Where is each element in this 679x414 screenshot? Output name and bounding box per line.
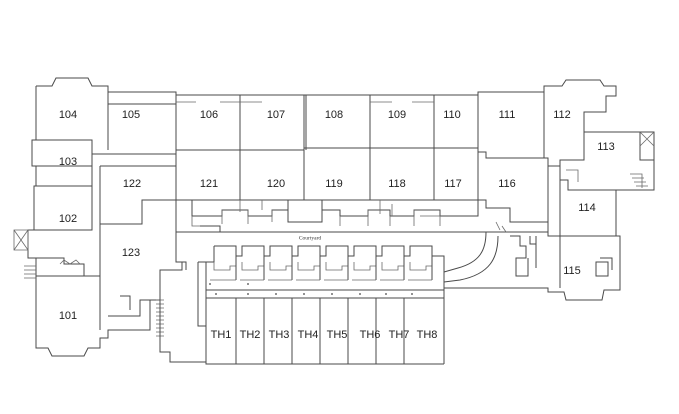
unit-108-label[interactable]: 108 xyxy=(325,109,343,121)
unit-102-label[interactable]: 102 xyxy=(59,213,77,225)
unit-116-label[interactable]: 116 xyxy=(498,178,516,190)
unit-107-label[interactable]: 107 xyxy=(267,109,285,121)
unit-115-label[interactable]: 115 xyxy=(563,265,581,277)
unit-121-label[interactable]: 121 xyxy=(200,178,218,190)
townhouse-th8-label[interactable]: TH8 xyxy=(417,329,438,341)
courtyard-area xyxy=(200,221,548,283)
townhouse-block xyxy=(197,245,445,365)
townhouse-th4-label[interactable]: TH4 xyxy=(298,329,319,341)
unit-114-label[interactable]: 114 xyxy=(578,202,596,214)
unit-111-label[interactable]: 111 xyxy=(499,109,516,121)
west-wing-walls xyxy=(13,166,206,363)
unit-105-label[interactable]: 105 xyxy=(122,109,140,121)
unit-120-label[interactable]: 120 xyxy=(267,178,285,190)
east-wing-walls xyxy=(547,131,655,288)
unit-109-label[interactable]: 109 xyxy=(388,109,406,121)
unit-101-label[interactable]: 101 xyxy=(59,310,77,322)
unit-119-label[interactable]: 119 xyxy=(325,178,343,190)
unit-117-label[interactable]: 117 xyxy=(444,178,462,190)
unit-118-label[interactable]: 118 xyxy=(388,178,406,190)
unit-122-label[interactable]: 122 xyxy=(123,178,141,190)
townhouse-th2-label[interactable]: TH2 xyxy=(240,329,261,341)
unit-104-label[interactable]: 104 xyxy=(59,109,77,121)
unit-106-label[interactable]: 106 xyxy=(200,109,218,121)
inner-row-walls xyxy=(175,150,548,227)
unit-110-label[interactable]: 110 xyxy=(443,109,461,121)
townhouse-th5-label[interactable]: TH5 xyxy=(327,329,348,341)
courtyard-label: Courtyard xyxy=(299,235,322,241)
townhouse-th1-label[interactable]: TH1 xyxy=(211,329,232,341)
unit-113-label[interactable]: 113 xyxy=(597,141,615,153)
townhouse-th7-label[interactable]: TH7 xyxy=(389,329,410,341)
unit-123-label[interactable]: 123 xyxy=(122,247,140,259)
unit-103-label[interactable]: 103 xyxy=(59,156,77,168)
unit-112-label[interactable]: 112 xyxy=(553,109,571,121)
townhouse-th6-label[interactable]: TH6 xyxy=(360,329,381,341)
north-row-walls xyxy=(32,92,545,167)
townhouse-th3-label[interactable]: TH3 xyxy=(269,329,290,341)
unit-labels: 104 105 106 107 108 109 110 111 112 113 … xyxy=(59,109,615,322)
townhouse-labels: TH1 TH2 TH3 TH4 TH5 TH6 TH7 TH8 xyxy=(211,329,438,341)
